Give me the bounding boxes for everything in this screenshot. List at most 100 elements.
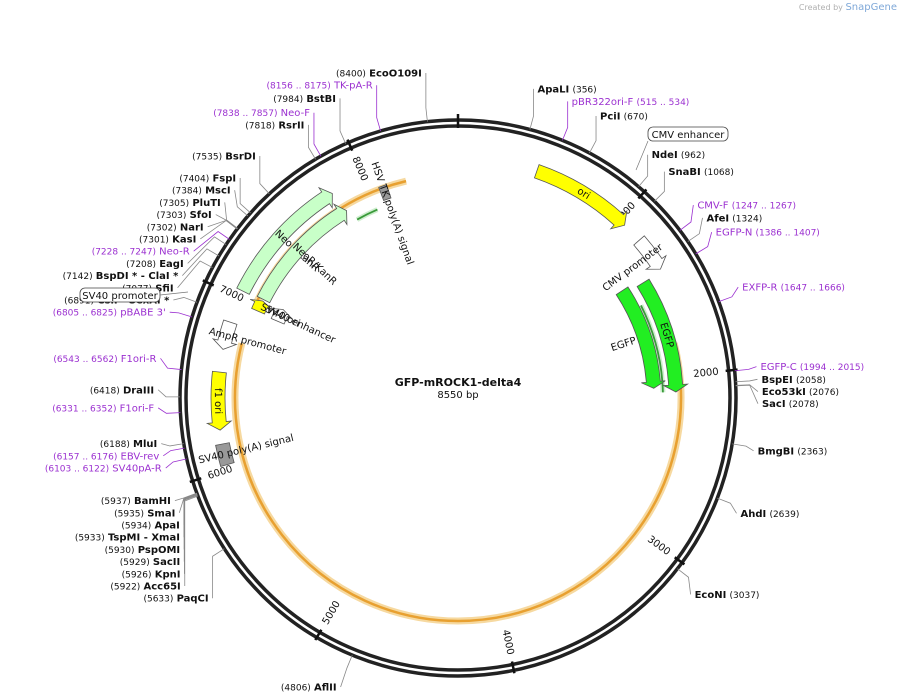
tick-mark — [674, 556, 686, 566]
neo-r-site: (7228 .. 7247) Neo-R — [92, 231, 230, 258]
tick-mark — [189, 477, 202, 484]
bspei-name: BspEI — [761, 375, 792, 386]
bmgbi-position: (2363) — [797, 447, 827, 457]
tick-mark — [314, 629, 323, 641]
econi-site: EcoNI (3037) — [677, 568, 760, 601]
bmgbi-name: BmgBI — [758, 446, 795, 457]
bamhi-leader — [174, 492, 197, 501]
exfp-r-leader — [718, 286, 739, 303]
pspomi-text: (5930) PspOMI — [105, 545, 181, 556]
neo-f-position: (7838 .. 7857) — [213, 109, 277, 119]
cmv-enhancer-label: CMV enhancer — [652, 130, 726, 141]
msci-text: (7384) MscI — [172, 186, 231, 197]
egfp-c-name: EGFP-C — [760, 362, 796, 373]
egfp-n-position: (1386 .. 1407) — [756, 229, 820, 239]
site-labels: ApaLI (356)pBR322ori-F (515 .. 534)PciI … — [45, 68, 864, 693]
tk-pa-r-site: (8156 .. 8175) TK-pA-R — [266, 81, 381, 132]
kasi-text: (7301) KasI — [139, 234, 196, 245]
ahdi-leader — [717, 497, 737, 514]
ndei-text: NdeI (962) — [652, 150, 705, 161]
sv40-ori-arrow — [250, 298, 273, 315]
bsrdi-leader — [259, 156, 270, 195]
sv40pa-r-site: (6103 .. 6122) SV40pA-R — [45, 458, 187, 475]
sacii-leader — [183, 494, 198, 562]
rsrii-site: (7818) RsrII — [245, 120, 316, 160]
pspomi-position: (5930) — [105, 546, 135, 556]
eco53ki-site: Eco53kI (2076) — [735, 384, 839, 398]
bstbi-name: BstBI — [306, 94, 336, 105]
ecoo109i-site: (8400) EcoO109I — [336, 68, 428, 122]
snapgene-logo: SnapGene — [845, 2, 897, 13]
saci-text: SacI (2078) — [762, 399, 819, 410]
rsrii-leader — [307, 124, 316, 160]
econi-name: EcoNI — [695, 590, 727, 601]
pbr322ori-f-site: pBR322ori-F (515 .. 534) — [562, 97, 689, 141]
saci-leader — [735, 384, 759, 404]
aflii-text: (4806) AflII — [281, 683, 337, 694]
apali-site: ApaLI (356) — [529, 84, 597, 130]
egfp-n-leader — [695, 232, 713, 255]
eco53ki-position: (2076) — [809, 388, 839, 398]
sv40-enhancer-arrow — [270, 308, 293, 325]
bstbi-leader — [339, 98, 347, 144]
smai-position: (5935) — [114, 509, 144, 519]
bspei-text: BspEI (2058) — [761, 375, 825, 386]
sfoi-position: (7303) — [156, 211, 186, 221]
egfp-inner-arrow — [615, 286, 666, 389]
neokanr-inner-arrow — [256, 203, 348, 304]
exfp-r-site: EXFP-R (1647 .. 1666) — [718, 283, 845, 303]
cmv-f-position: (1247 .. 1267) — [732, 202, 796, 212]
egfp-c-text: EGFP-C (1994 .. 2015) — [760, 362, 864, 373]
f1-ori-label: f1 ori — [212, 388, 223, 414]
sfoi-text: (7303) SfoI — [156, 210, 211, 221]
sacii-text: (5929) SacII — [120, 557, 180, 568]
cmv-f-text: CMV-F (1247 .. 1267) — [697, 201, 796, 212]
saci-position: (2078) — [789, 400, 819, 410]
kasi-position: (7301) — [139, 235, 169, 245]
ndei-position: (962) — [681, 151, 705, 161]
kpni-text: (5926) KpnI — [122, 569, 181, 580]
tick-label: 3000 — [645, 534, 672, 558]
tick-label: 4000 — [500, 629, 516, 656]
f1ori-r-leader — [160, 358, 182, 370]
pcii-name: PciI — [600, 112, 620, 123]
plutI-position: (7305) — [159, 199, 189, 209]
f1ori-r-position: (6543 .. 6562) — [53, 355, 117, 365]
snabi-leader — [654, 171, 665, 202]
cmv-enhancer-box — [647, 126, 729, 142]
neo-f-text: (7838 .. 7857) Neo-F — [213, 108, 310, 119]
neokanr-inner-label: NeoR/KanR — [290, 241, 338, 287]
bmgbi-leader — [732, 443, 754, 452]
ebv-rev-site: (6157 .. 6176) EBV-rev — [53, 447, 185, 462]
pbabe-3-name: pBABE 3' — [120, 308, 166, 319]
apai-position: (5934) — [121, 522, 151, 532]
hsv-tk-polya-label: HSV TK poly(A) signal — [369, 161, 416, 267]
orange-arc — [233, 342, 683, 623]
sv40pa-r-position: (6103 .. 6122) — [45, 465, 109, 475]
aflii-leader — [340, 654, 353, 688]
sv40-promoter-label: SV40 promoter — [82, 291, 158, 302]
f1ori-r-site: (6543 .. 6562) F1ori-R — [53, 354, 182, 370]
ebv-rev-position: (6157 .. 6176) — [53, 452, 117, 462]
afei-position: (1324) — [732, 214, 762, 224]
mlui-position: (6188) — [100, 440, 130, 450]
cmv-promoter-feature: CMV promoter — [601, 235, 667, 294]
f1ori-f-position: (6331 .. 6352) — [52, 404, 116, 414]
pbabe-3-site: (6805 .. 6825) pBABE 3' — [53, 308, 193, 319]
bamhi-text: (5937) BamHI — [101, 496, 171, 507]
f1-ori-arrow — [205, 370, 233, 431]
ebv-rev-name: EBV-rev — [121, 451, 160, 462]
ahdi-position: (2639) — [769, 510, 799, 520]
sacii-name: SacII — [153, 557, 180, 568]
cmv-f-site: CMV-F (1247 .. 1267) — [679, 201, 796, 231]
ori-feature: ori — [533, 164, 628, 230]
pbabe-3-leader — [169, 311, 193, 318]
tick-label: 8000 — [349, 155, 369, 183]
econi-text: EcoNI (3037) — [695, 590, 760, 601]
tspmi-xmai-position: (5933) — [75, 534, 105, 544]
snapgene-credit: Created by SnapGene — [799, 2, 897, 13]
ecoo109i-position: (8400) — [336, 69, 366, 79]
mlui-leader — [161, 443, 184, 447]
acc65i-name: Acc65I — [144, 582, 181, 593]
